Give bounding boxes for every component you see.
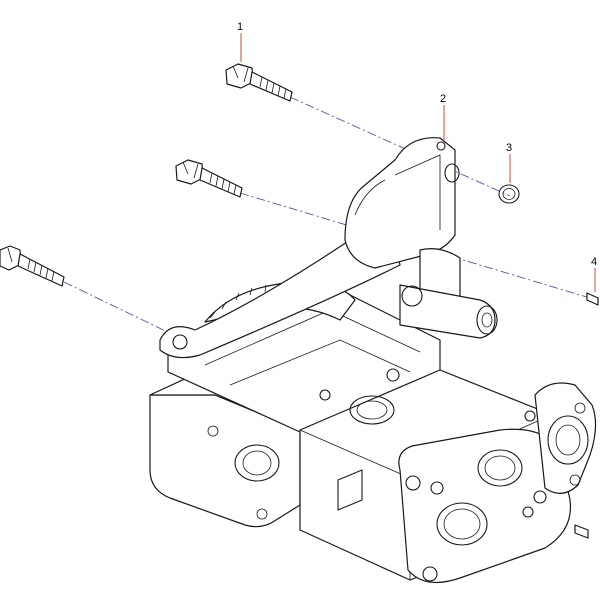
callout-labels: 1 2 3 4 [237, 21, 597, 268]
shaft-fitting [399, 248, 498, 339]
mounting-bracket [344, 137, 460, 269]
callout-leaders [240, 33, 596, 292]
callout-2: 2 [440, 93, 446, 105]
callout-1: 1 [237, 21, 243, 33]
oil-pump-housing [149, 284, 597, 584]
axis-line-bolt-3 [63, 281, 541, 513]
bolt-part-1-lower [0, 245, 65, 287]
axis-line-bolt-1 [289, 96, 511, 197]
callout-3: 3 [506, 142, 512, 154]
pin-lower [574, 524, 589, 539]
callout-4: 4 [591, 256, 597, 268]
bolt-part-1-middle [175, 159, 243, 198]
o-ring-part-3 [498, 184, 520, 204]
bolt-part-1-top [225, 63, 293, 102]
pin-part-4 [586, 292, 599, 306]
